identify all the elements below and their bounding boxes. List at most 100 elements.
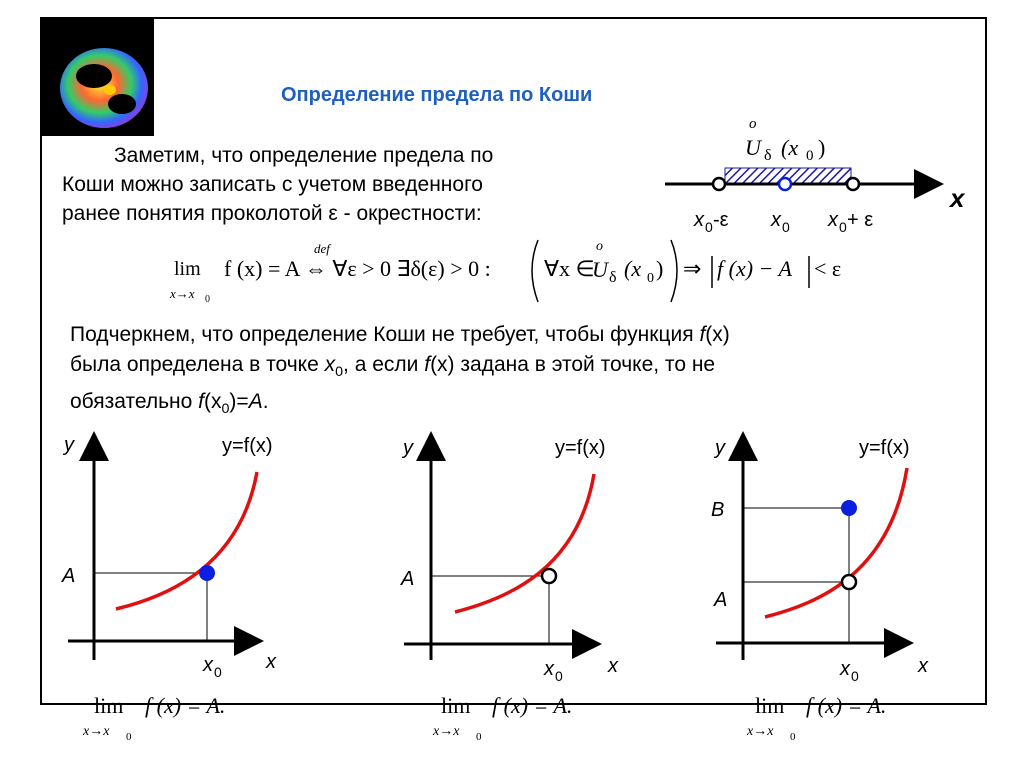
graph2-limit-sub0: 0 [476, 731, 482, 743]
remark-dot: . [262, 390, 269, 414]
graph1-limit-expr: f (x) = A. [145, 693, 225, 718]
formula-part3: (x [624, 256, 641, 281]
graph1-x-label: x [265, 651, 277, 673]
graph3-hollow-point-A [840, 573, 858, 591]
formula-lim-sub: x→x [169, 286, 195, 301]
graph-1-continuous: y y=f(x) A x 0 x lim f (x) = A. x→x 0 [61, 431, 277, 743]
nbhd-delta: δ [764, 147, 772, 164]
graph1-A-label: A [61, 565, 75, 587]
formula-implies: ⇒ [683, 256, 701, 281]
remark-f-1: f [699, 323, 706, 346]
remark-x0: x [324, 353, 336, 376]
formula-lim: lim [174, 258, 201, 280]
graph3-B-label: B [711, 499, 724, 521]
torus-logo [42, 18, 154, 136]
graph2-x0: x [543, 658, 555, 680]
graph2-limit-expr: f (x) = A. [492, 693, 572, 718]
graph1-func-label: y=f(x) [222, 435, 273, 457]
slide-title: Определение предела по Коши [281, 84, 593, 106]
nbhd-right-x: x [827, 209, 839, 231]
graph1-limit-sub0: 0 [126, 731, 132, 743]
nbhd-left-tail: -ε [713, 209, 729, 231]
graph1-x0: x [202, 654, 214, 676]
nbhd-right-sub: 0 [839, 219, 847, 235]
graph3-y-label: y [713, 437, 726, 459]
formula-part3-sub: 0 [647, 271, 654, 286]
graph2-func-label: y=f(x) [555, 437, 606, 459]
remark-x5-sub: 0 [221, 401, 230, 418]
remark-x0-sub: 0 [335, 364, 344, 381]
graph3-limit-lim: lim [755, 693, 784, 718]
graph1-y-label: y [62, 434, 75, 456]
remark-text-5: обязательно [70, 390, 199, 414]
graph1-limit-sub: x→x [82, 724, 110, 739]
graph3-x0-sub: 0 [851, 668, 859, 684]
graph3-A-label: A [713, 589, 727, 611]
intro-line-1: Заметим, что определение предела по [114, 144, 494, 167]
nbhd-left-endpoint [711, 176, 727, 192]
graph2-y-label: y [401, 437, 414, 459]
nbhd-arg-sub: 0 [806, 148, 814, 164]
graph-3-defined-differently: y y=f(x) B A x 0 x lim f (x) = A. x→x 0 [711, 431, 929, 743]
nbhd-arg-close: ) [818, 135, 825, 160]
graph3-x0: x [839, 658, 851, 680]
graph1-filled-point [199, 565, 215, 581]
formula-U: U [592, 257, 610, 282]
remark-text-4: задана в этой точке, то не [454, 353, 716, 376]
graph3-limit-sub0: 0 [790, 731, 796, 743]
graph2-limit-sub: x→x [432, 724, 460, 739]
cauchy-definition-formula: lim x→x 0 def f (x) = A ⇔ ∀ε > 0 ∃δ(ε) >… [169, 239, 841, 305]
nbhd-arg: (x [781, 135, 798, 160]
remark-x-3: (x) [430, 353, 455, 376]
graph2-curve [454, 473, 596, 614]
intro-paragraph: Заметим, что определение предела по Коши… [62, 141, 602, 228]
nbhd-U-label: U [745, 135, 763, 160]
remark-x-1: (x) [705, 323, 730, 346]
formula-delta: δ [609, 269, 617, 286]
formula-def: def [314, 241, 332, 256]
graph-2-undefined-at-x0: y y=f(x) A x 0 x lim f (x) = A. x→x 0 [400, 431, 619, 743]
graph2-hollow-point [540, 567, 558, 585]
formula-part3-close: ) [656, 256, 663, 281]
graph2-A-label: A [400, 568, 414, 590]
nbhd-right-tail: + ε [847, 209, 873, 231]
graph3-curve [764, 467, 909, 619]
graph1-curve [115, 471, 259, 611]
remark-f-5: f [198, 390, 204, 414]
graph2-x-label: x [607, 655, 619, 677]
formula-part2: ∀x ∈ [544, 256, 595, 281]
remark-f-3: f [424, 353, 431, 376]
nbhd-mid-sub: 0 [782, 219, 790, 235]
remark-text-3: , а если [343, 353, 425, 376]
formula-part5: f (x) − A [717, 256, 792, 281]
remark-eq: = [236, 390, 249, 414]
graph1-x0-sub: 0 [214, 664, 222, 680]
graph3-limit-sub: x→x [746, 724, 774, 739]
intro-line-2: Коши можно записать с учетом введенного [62, 173, 483, 196]
remark-A: A [248, 390, 263, 414]
graph3-func-label: y=f(x) [859, 437, 910, 459]
remark-text-1: Подчеркнем, что определение Коши не треб… [70, 323, 700, 346]
nbhd-o-mark: o [749, 116, 757, 132]
nbhd-mid-x: x [770, 209, 782, 231]
graph3-x-label: x [917, 655, 929, 677]
formula-part6: < ε [814, 256, 841, 281]
formula-lim-sub0: 0 [205, 294, 210, 305]
formula-close-paren [670, 239, 678, 303]
nbhd-center-point [777, 176, 793, 192]
graph3-filled-point-B [841, 500, 857, 516]
nbhd-axis-label: x [948, 183, 966, 213]
nbhd-left-x: x [693, 209, 705, 231]
remark-text-2: была определена в точке [70, 353, 325, 376]
nbhd-left-sub: 0 [705, 219, 713, 235]
remark-x-5: (x [203, 390, 222, 414]
graph3-limit-expr: f (x) = A. [806, 693, 886, 718]
formula-o: o [596, 239, 603, 254]
nbhd-right-endpoint [845, 176, 861, 192]
formula-part1: f (x) = A ⇔ ∀ε > 0 ∃δ(ε) > 0 : [224, 256, 491, 281]
cauchy-remark-paragraph: Подчеркнем, что определение Коши не треб… [70, 320, 950, 424]
graph2-limit-lim: lim [441, 693, 470, 718]
graph1-limit-lim: lim [94, 693, 123, 718]
remark-x5-close: ) [229, 390, 237, 414]
